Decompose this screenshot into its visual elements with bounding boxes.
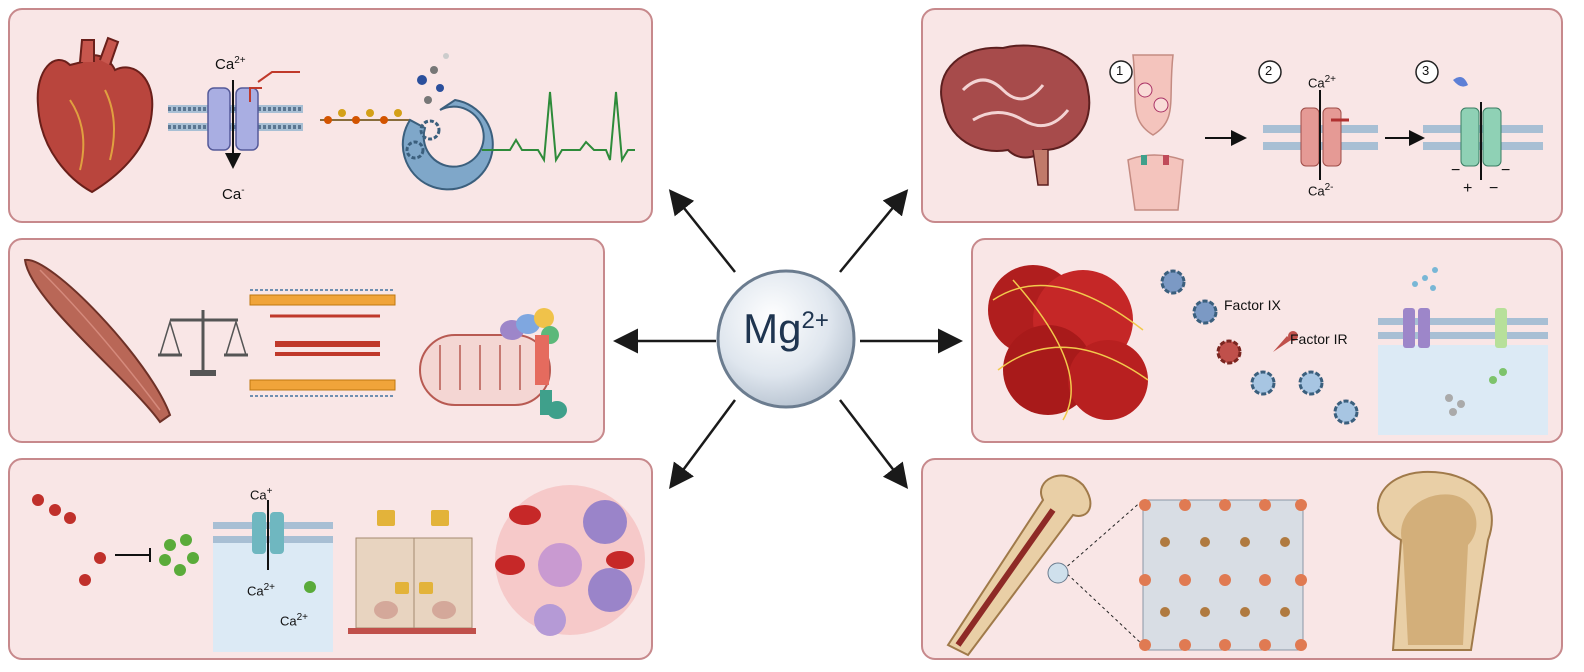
plus-label: + bbox=[1463, 180, 1473, 197]
epithelium-lock-icon bbox=[348, 510, 476, 634]
panel-muscular bbox=[8, 238, 605, 443]
brain-icon bbox=[940, 44, 1091, 186]
panel-immune: Ca+ Ca2+ Ca2+ bbox=[8, 458, 653, 660]
arrow-to-neuro bbox=[839, 189, 909, 273]
step-2-label: 2 bbox=[1265, 63, 1273, 78]
factor-ir-label: Factor IR bbox=[1290, 331, 1348, 347]
immune-ion-low-label: Ca2+ bbox=[280, 612, 309, 629]
ring-molecule-icon bbox=[159, 534, 199, 576]
arrow-to-bone bbox=[839, 399, 909, 489]
magnesium-sphere bbox=[716, 269, 856, 409]
cardio-ion-bottom-label: Ca- bbox=[222, 185, 245, 203]
immune-ion-mid-label: Ca2+ bbox=[247, 582, 276, 599]
panel-bone bbox=[921, 458, 1563, 660]
atp-synthase-icon bbox=[500, 308, 567, 419]
atp-molecule-icon bbox=[320, 53, 449, 124]
heart-icon bbox=[36, 36, 154, 194]
panel-neurological: 1 2 3 Ca2+ Ca2- − − + − bbox=[921, 8, 1563, 223]
mitochondria-icon bbox=[419, 334, 551, 406]
magnesium-label: Mg2+ bbox=[743, 305, 829, 352]
synapse-icon bbox=[1127, 54, 1184, 211]
cardio-ion-top-label: Ca2+ bbox=[215, 55, 246, 73]
immune-ion-top-label: Ca+ bbox=[250, 486, 273, 503]
panel-coagulation: Factor IX Factor IR bbox=[971, 238, 1563, 443]
coagulation-cascade-icon bbox=[1160, 269, 1359, 425]
minus-left-label: − bbox=[1451, 162, 1461, 179]
minus-bottom-label: − bbox=[1489, 180, 1499, 197]
step-1-label: 1 bbox=[1116, 63, 1124, 78]
neuro-ion-bottom-label: Ca2- bbox=[1308, 182, 1334, 199]
arrow-to-cardio bbox=[668, 189, 736, 273]
factor-ix-label: Factor IX bbox=[1224, 297, 1281, 313]
long-bone-icon bbox=[946, 474, 1092, 657]
neuro-ion-top-label: Ca2+ bbox=[1308, 74, 1337, 91]
femur-head-icon bbox=[1376, 470, 1493, 651]
receptor-channel-icon bbox=[1423, 76, 1543, 180]
blood-clot-icon bbox=[988, 265, 1149, 421]
step-circles-icon bbox=[1109, 60, 1439, 84]
balance-scale-icon bbox=[158, 310, 248, 376]
panel-cardiovascular: Ca2+ Ca- bbox=[8, 8, 653, 223]
ecg-icon bbox=[482, 91, 635, 164]
sarcomere-icon bbox=[249, 289, 396, 397]
blood-cells-icon bbox=[495, 485, 645, 636]
enzyme-gear-icon bbox=[401, 98, 494, 191]
calcium-channel-icon bbox=[1263, 90, 1378, 180]
membrane-channel-icon bbox=[168, 71, 303, 169]
arrow-to-immune bbox=[669, 399, 737, 490]
molecule-chain-icon bbox=[32, 494, 151, 586]
ion-channel-icon bbox=[213, 500, 333, 652]
crystal-lattice-icon bbox=[1047, 499, 1307, 651]
membrane-transport-icon bbox=[1378, 267, 1548, 435]
minus-right-label: − bbox=[1501, 162, 1511, 179]
muscle-icon bbox=[23, 258, 172, 424]
step-3-label: 3 bbox=[1422, 63, 1430, 78]
